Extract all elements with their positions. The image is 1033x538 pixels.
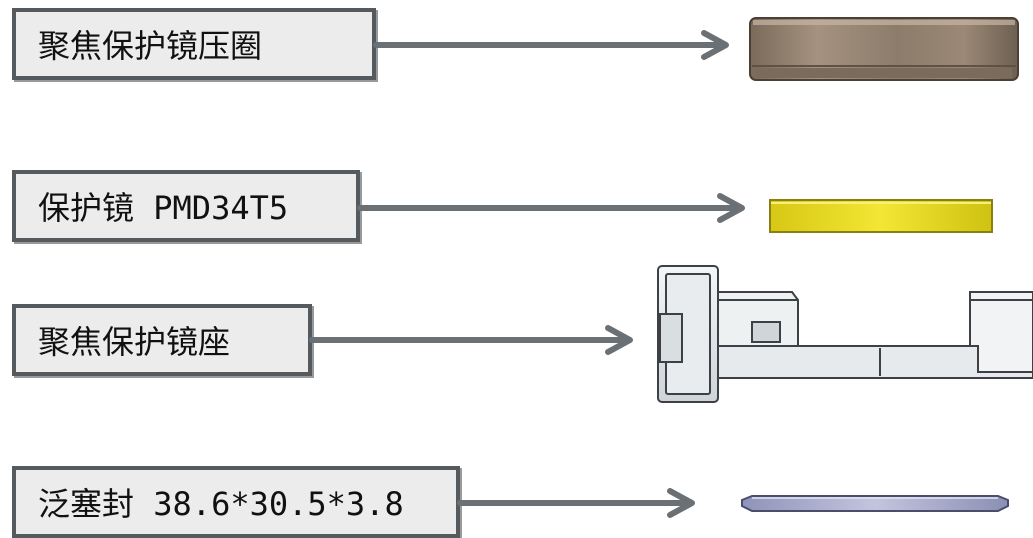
seal-image bbox=[741, 495, 1009, 512]
label-text: 泛塞封 38.6*30.5*3.8 bbox=[38, 485, 404, 523]
label-focus-protective-lens-pressure-ring: 聚焦保护镜压圈 bbox=[12, 8, 376, 80]
label-focus-protective-lens-seat: 聚焦保护镜座 bbox=[12, 304, 312, 376]
label-text: 聚焦保护镜座 bbox=[38, 323, 231, 361]
protective-lens-image bbox=[769, 199, 993, 233]
lens-seat-image bbox=[657, 265, 1033, 403]
label-text: 保护镜 PMD34T5 bbox=[38, 189, 289, 227]
label-seal: 泛塞封 38.6*30.5*3.8 bbox=[12, 466, 460, 538]
pressure-ring-image bbox=[749, 17, 1019, 81]
arrow-4 bbox=[457, 488, 695, 518]
label-text: 聚焦保护镜压圈 bbox=[38, 27, 263, 65]
label-protective-lens: 保护镜 PMD34T5 bbox=[12, 170, 360, 242]
arrow-2 bbox=[357, 193, 745, 223]
arrow-3 bbox=[309, 325, 633, 355]
arrow-1 bbox=[373, 30, 729, 60]
